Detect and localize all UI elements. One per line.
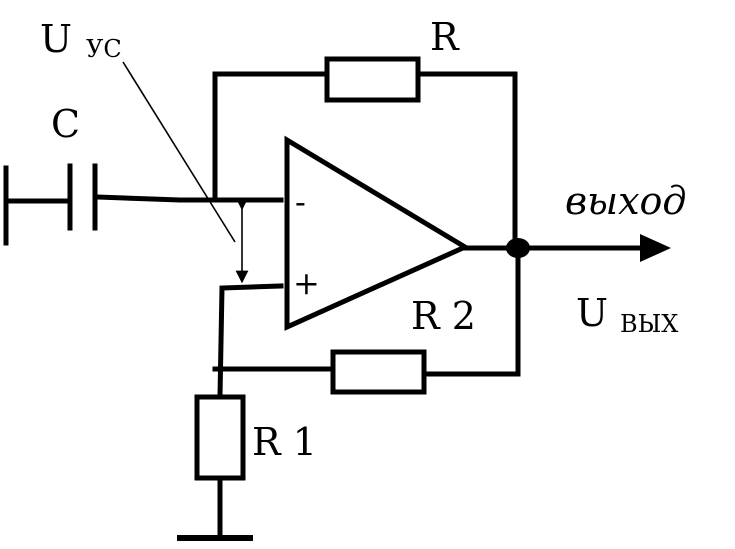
output-arrowhead — [640, 234, 671, 262]
label-r2: R 2 — [411, 294, 476, 338]
label-u-vyh: U — [576, 291, 608, 335]
label-c: C — [51, 102, 80, 146]
label-plus: + — [293, 264, 320, 302]
resistor-r — [324, 56, 421, 103]
label-u-us-subscript: УС — [86, 35, 122, 63]
u-us-pointer-line — [122, 61, 236, 243]
label-minus: - — [295, 183, 306, 221]
resistor-r2 — [330, 349, 427, 395]
wire-feedback-r — [212, 71, 329, 199]
wire-r-to-output — [416, 71, 518, 251]
wire-capacitor-to-inverting-input — [94, 194, 284, 203]
wire-output-to-r2 — [422, 245, 521, 377]
label-r1: R 1 — [252, 420, 317, 464]
label-r: R — [430, 15, 460, 59]
label-u-us: U — [40, 17, 72, 61]
resistor-r1 — [194, 394, 246, 481]
op-amp-triangle — [284, 135, 471, 331]
label-u-vyh-subscript: ВЫХ — [620, 310, 678, 338]
wire-noninverting-input — [217, 283, 284, 399]
label-vyhod: выход — [565, 179, 686, 223]
